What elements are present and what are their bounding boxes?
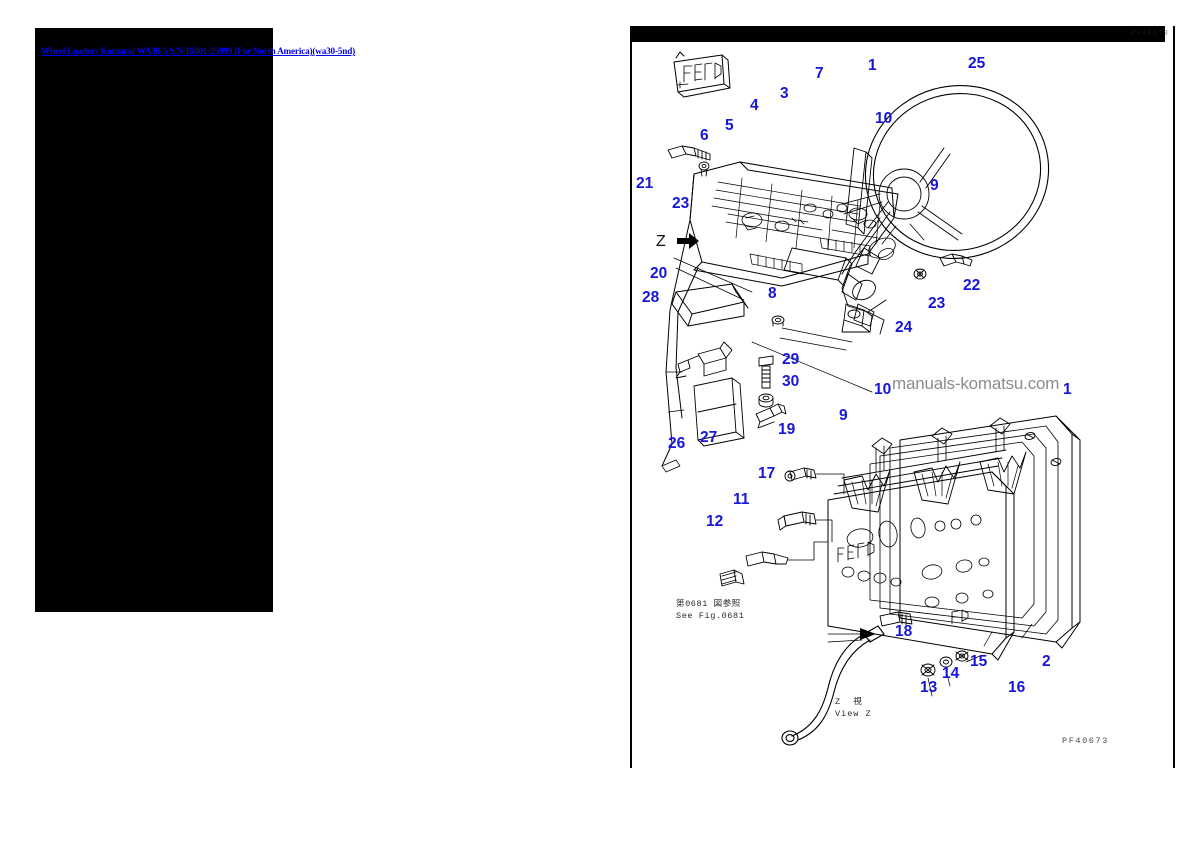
view-z-caption: Z 視 View Z <box>835 697 872 720</box>
callout-number-23: 23 <box>928 295 946 312</box>
callout-number-10: 10 <box>875 110 893 127</box>
parts-diagram-thumbnail[interactable] <box>35 28 273 612</box>
sheet-left-border <box>630 26 632 768</box>
catalog-title-link[interactable]: Wheel Loaders Komatsu WA30-5 S/N 15001-2… <box>41 46 356 56</box>
callout-number-9: 9 <box>839 407 848 424</box>
diagram-sheet: PF40673 manuals-komatsu.com <box>630 26 1175 770</box>
sheet-top-band <box>632 26 1165 42</box>
callout-number-26: 26 <box>668 435 686 452</box>
callout-number-28: 28 <box>642 289 660 306</box>
sheet-footer-code: PF40673 <box>1062 736 1109 746</box>
technical-line-drawing <box>632 42 1173 768</box>
callout-number-17: 17 <box>758 465 776 482</box>
callout-number-1: 1 <box>868 57 877 74</box>
callout-number-6: 6 <box>700 127 709 144</box>
left-pane: Wheel Loaders Komatsu WA30-5 S/N 15001-2… <box>35 28 355 612</box>
callout-number-21: 21 <box>636 175 654 192</box>
section-letter-z: Z <box>656 233 666 250</box>
callout-number-10: 10 <box>874 381 892 398</box>
callout-number-9: 9 <box>930 177 939 194</box>
callout-number-7: 7 <box>815 65 824 82</box>
callout-number-20: 20 <box>650 265 668 282</box>
callout-number-15: 15 <box>970 653 988 670</box>
callout-number-4: 4 <box>750 97 759 114</box>
callout-number-5: 5 <box>725 117 734 134</box>
sheet-header-code: PF40673 <box>1131 30 1169 38</box>
callout-number-19: 19 <box>778 421 796 438</box>
callout-number-24: 24 <box>895 319 913 336</box>
callout-number-8: 8 <box>768 285 777 302</box>
figure-reference-note: 第0681 図参照 See Fig.0681 <box>676 599 745 622</box>
callout-number-11: 11 <box>733 491 750 508</box>
callout-number-16: 16 <box>1008 679 1026 696</box>
callout-number-29: 29 <box>782 351 800 368</box>
sheet-right-border <box>1173 26 1175 768</box>
callout-number-12: 12 <box>706 513 724 530</box>
callout-number-27: 27 <box>700 429 718 446</box>
callout-number-13: 13 <box>920 679 938 696</box>
callout-number-23: 23 <box>672 195 690 212</box>
callout-number-2: 2 <box>1042 653 1051 670</box>
callout-number-1: 1 <box>1063 381 1072 398</box>
watermark: manuals-komatsu.com <box>892 374 1060 393</box>
callout-number-30: 30 <box>782 373 800 390</box>
section-arrow-icon <box>676 232 700 255</box>
callout-number-3: 3 <box>780 85 789 102</box>
callout-number-25: 25 <box>968 55 986 72</box>
callout-number-14: 14 <box>942 665 960 682</box>
callout-number-22: 22 <box>963 277 981 294</box>
callout-number-18: 18 <box>895 623 913 640</box>
